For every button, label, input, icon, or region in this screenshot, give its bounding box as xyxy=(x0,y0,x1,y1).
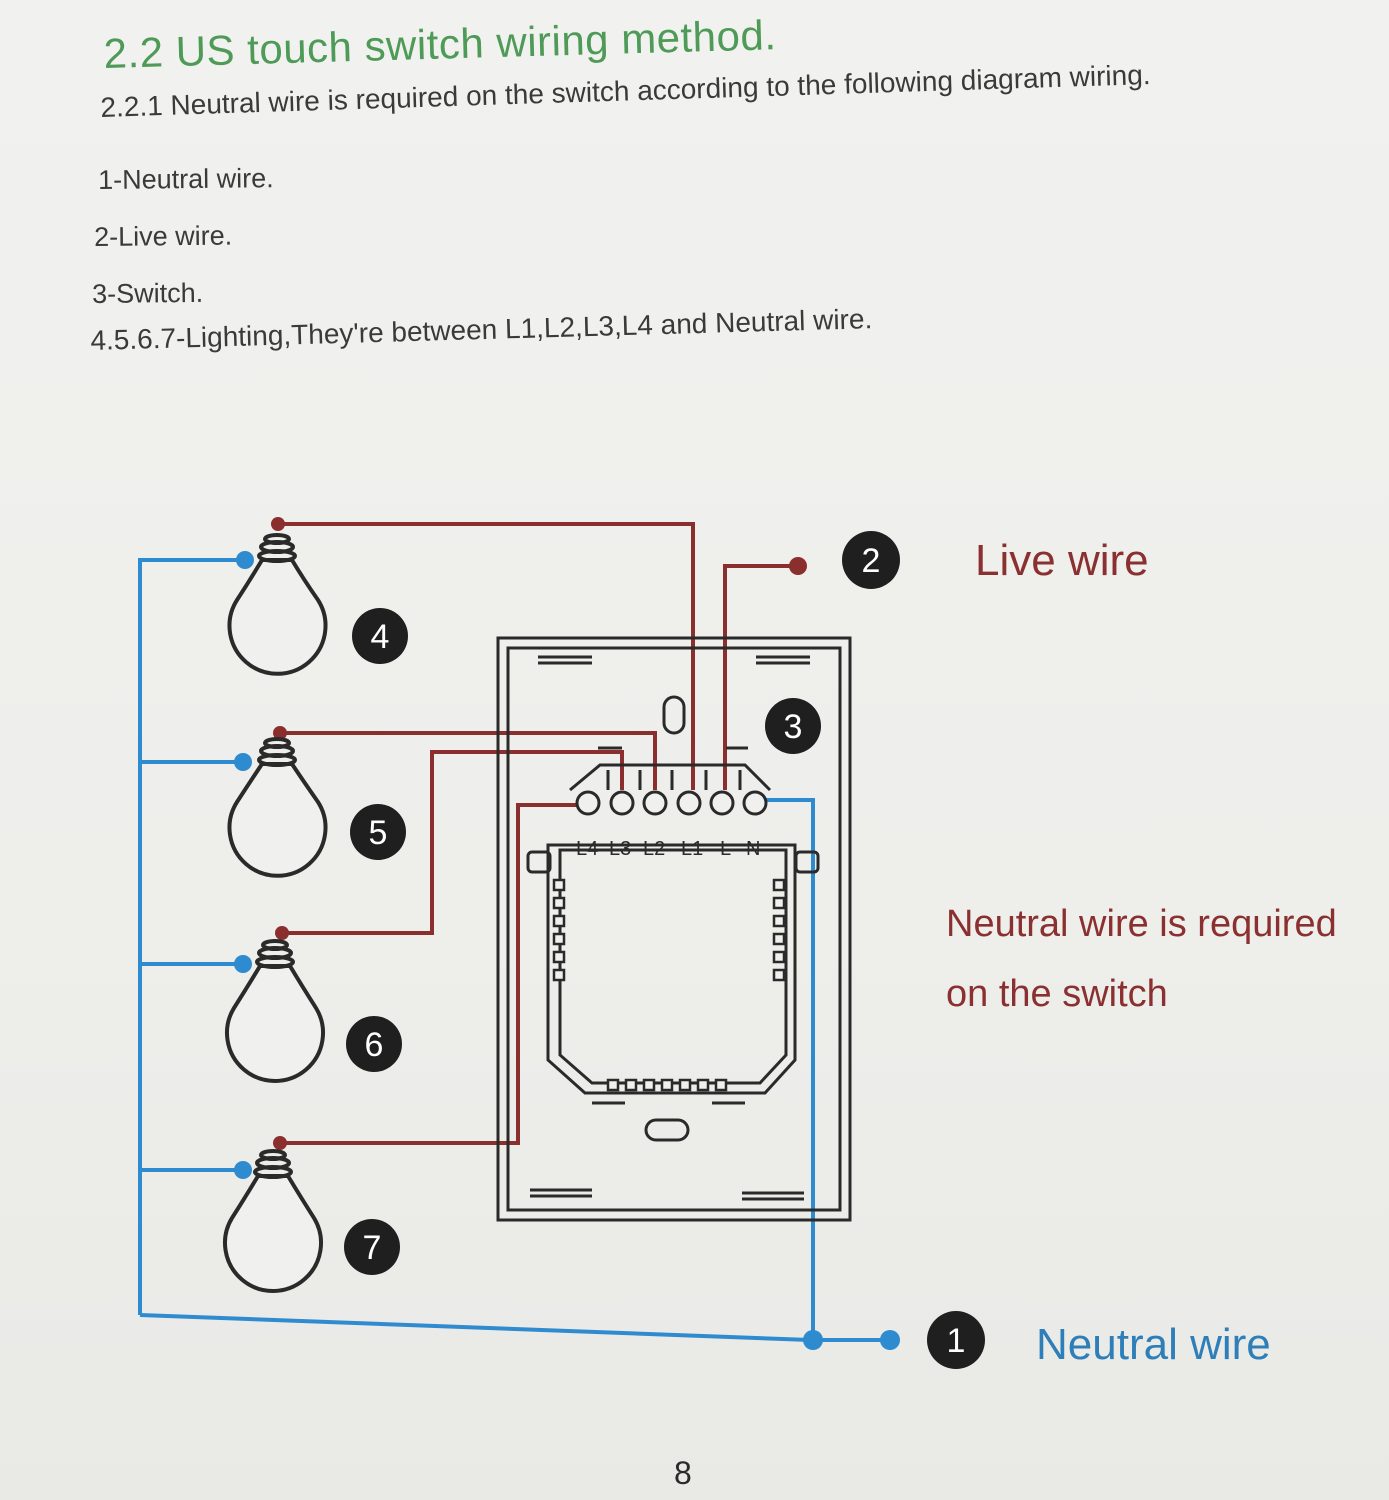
marker-4: 4 xyxy=(352,608,408,664)
marker-1: 1 xyxy=(927,1311,985,1369)
marker-7: 7 xyxy=(344,1219,400,1275)
terminal-label: L1 xyxy=(681,838,703,860)
marker-number: 1 xyxy=(947,1322,966,1360)
marker-3: 3 xyxy=(765,698,821,754)
page-number: 8 xyxy=(674,1455,692,1491)
terminal-label: L xyxy=(720,838,731,860)
marker-number: 3 xyxy=(784,708,803,746)
neutral-wire-label: Neutral wire xyxy=(1036,1320,1271,1369)
marker-2: 2 xyxy=(842,531,900,589)
terminal-screws xyxy=(575,770,768,816)
marker-5: 5 xyxy=(350,804,406,860)
bulb-5 xyxy=(227,737,328,878)
bulb-7 xyxy=(223,1149,323,1293)
marker-number: 7 xyxy=(363,1229,382,1267)
marker-number: 4 xyxy=(371,618,390,656)
bulb-4 xyxy=(227,533,328,676)
bulb-6 xyxy=(225,939,325,1083)
marker-number: 6 xyxy=(365,1026,384,1064)
live-wire-label: Live wire xyxy=(975,536,1149,585)
switch-side-pins xyxy=(552,878,786,1092)
neutral-note-line-1: Neutral wire is required xyxy=(946,903,1337,945)
switch-body xyxy=(496,636,852,1222)
live-junctions xyxy=(271,517,807,1150)
terminal-label: L3 xyxy=(609,838,631,860)
terminal-label: L2 xyxy=(643,838,665,860)
terminal-label: L4 xyxy=(576,838,598,860)
neutral-junctions xyxy=(234,551,900,1350)
marker-6: 6 xyxy=(346,1016,402,1072)
terminal-label: N xyxy=(746,838,760,860)
neutral-note-line-2: on the switch xyxy=(946,973,1168,1015)
marker-number: 2 xyxy=(862,542,881,580)
marker-number: 5 xyxy=(369,814,388,852)
